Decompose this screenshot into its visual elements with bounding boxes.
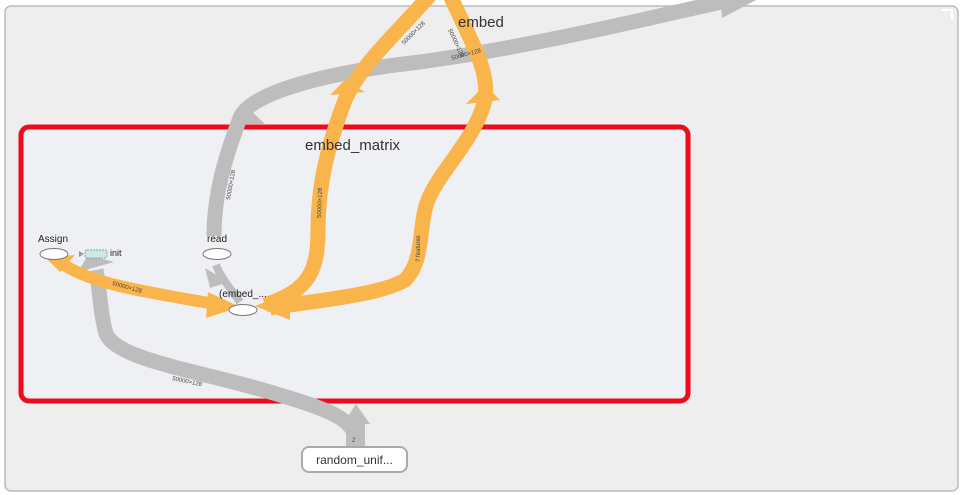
arrowhead-read-top [233, 108, 265, 124]
edge-label-read: 50000×128 [226, 169, 237, 200]
init-label: init [110, 248, 122, 258]
edge-label-random-small: 2 [352, 438, 356, 444]
init-arrow-icon [79, 251, 84, 257]
arrowhead-orange-b [466, 85, 500, 104]
edge-label-orange-down-a: 50000×128 [317, 187, 324, 218]
arrowhead-embed-orange [255, 292, 290, 320]
edge-top-to-embed-a [262, 0, 436, 313]
edge-read-to-embed [212, 263, 244, 305]
arrowhead-assign-embed [206, 292, 240, 318]
outer-scope-title: embed [458, 14, 504, 31]
arrowhead-assign-gray [78, 255, 114, 272]
random-uniform-label: random_unif... [316, 452, 393, 467]
edge-assign-to-embed [56, 257, 227, 312]
read-label: read [207, 234, 228, 245]
edge-label-orange-down-b: ? features [416, 235, 422, 262]
embed-op-node[interactable] [228, 304, 258, 316]
assign-node[interactable] [39, 248, 69, 260]
read-node[interactable] [202, 248, 232, 260]
random-uniform-node[interactable]: random_unif... [301, 446, 408, 473]
arrowhead-orange-a [330, 80, 365, 95]
edge-top-to-embed-b [268, 0, 494, 316]
inner-scope-title: embed_matrix [305, 137, 401, 154]
edge-read-to-output [206, 0, 732, 237]
inner-scope-box[interactable] [18, 124, 691, 404]
arrowhead-random-up [343, 404, 370, 424]
expand-corner-icon[interactable] [942, 9, 953, 20]
arrowhead-output [720, 0, 757, 18]
embed-op-label: (embed_... [219, 289, 267, 300]
random-edge-stub [346, 418, 365, 446]
assign-label: Assign [38, 234, 69, 245]
edge-random-to-assign [88, 268, 363, 441]
arrowhead-read-embed [205, 268, 228, 288]
init-node[interactable] [84, 249, 108, 259]
